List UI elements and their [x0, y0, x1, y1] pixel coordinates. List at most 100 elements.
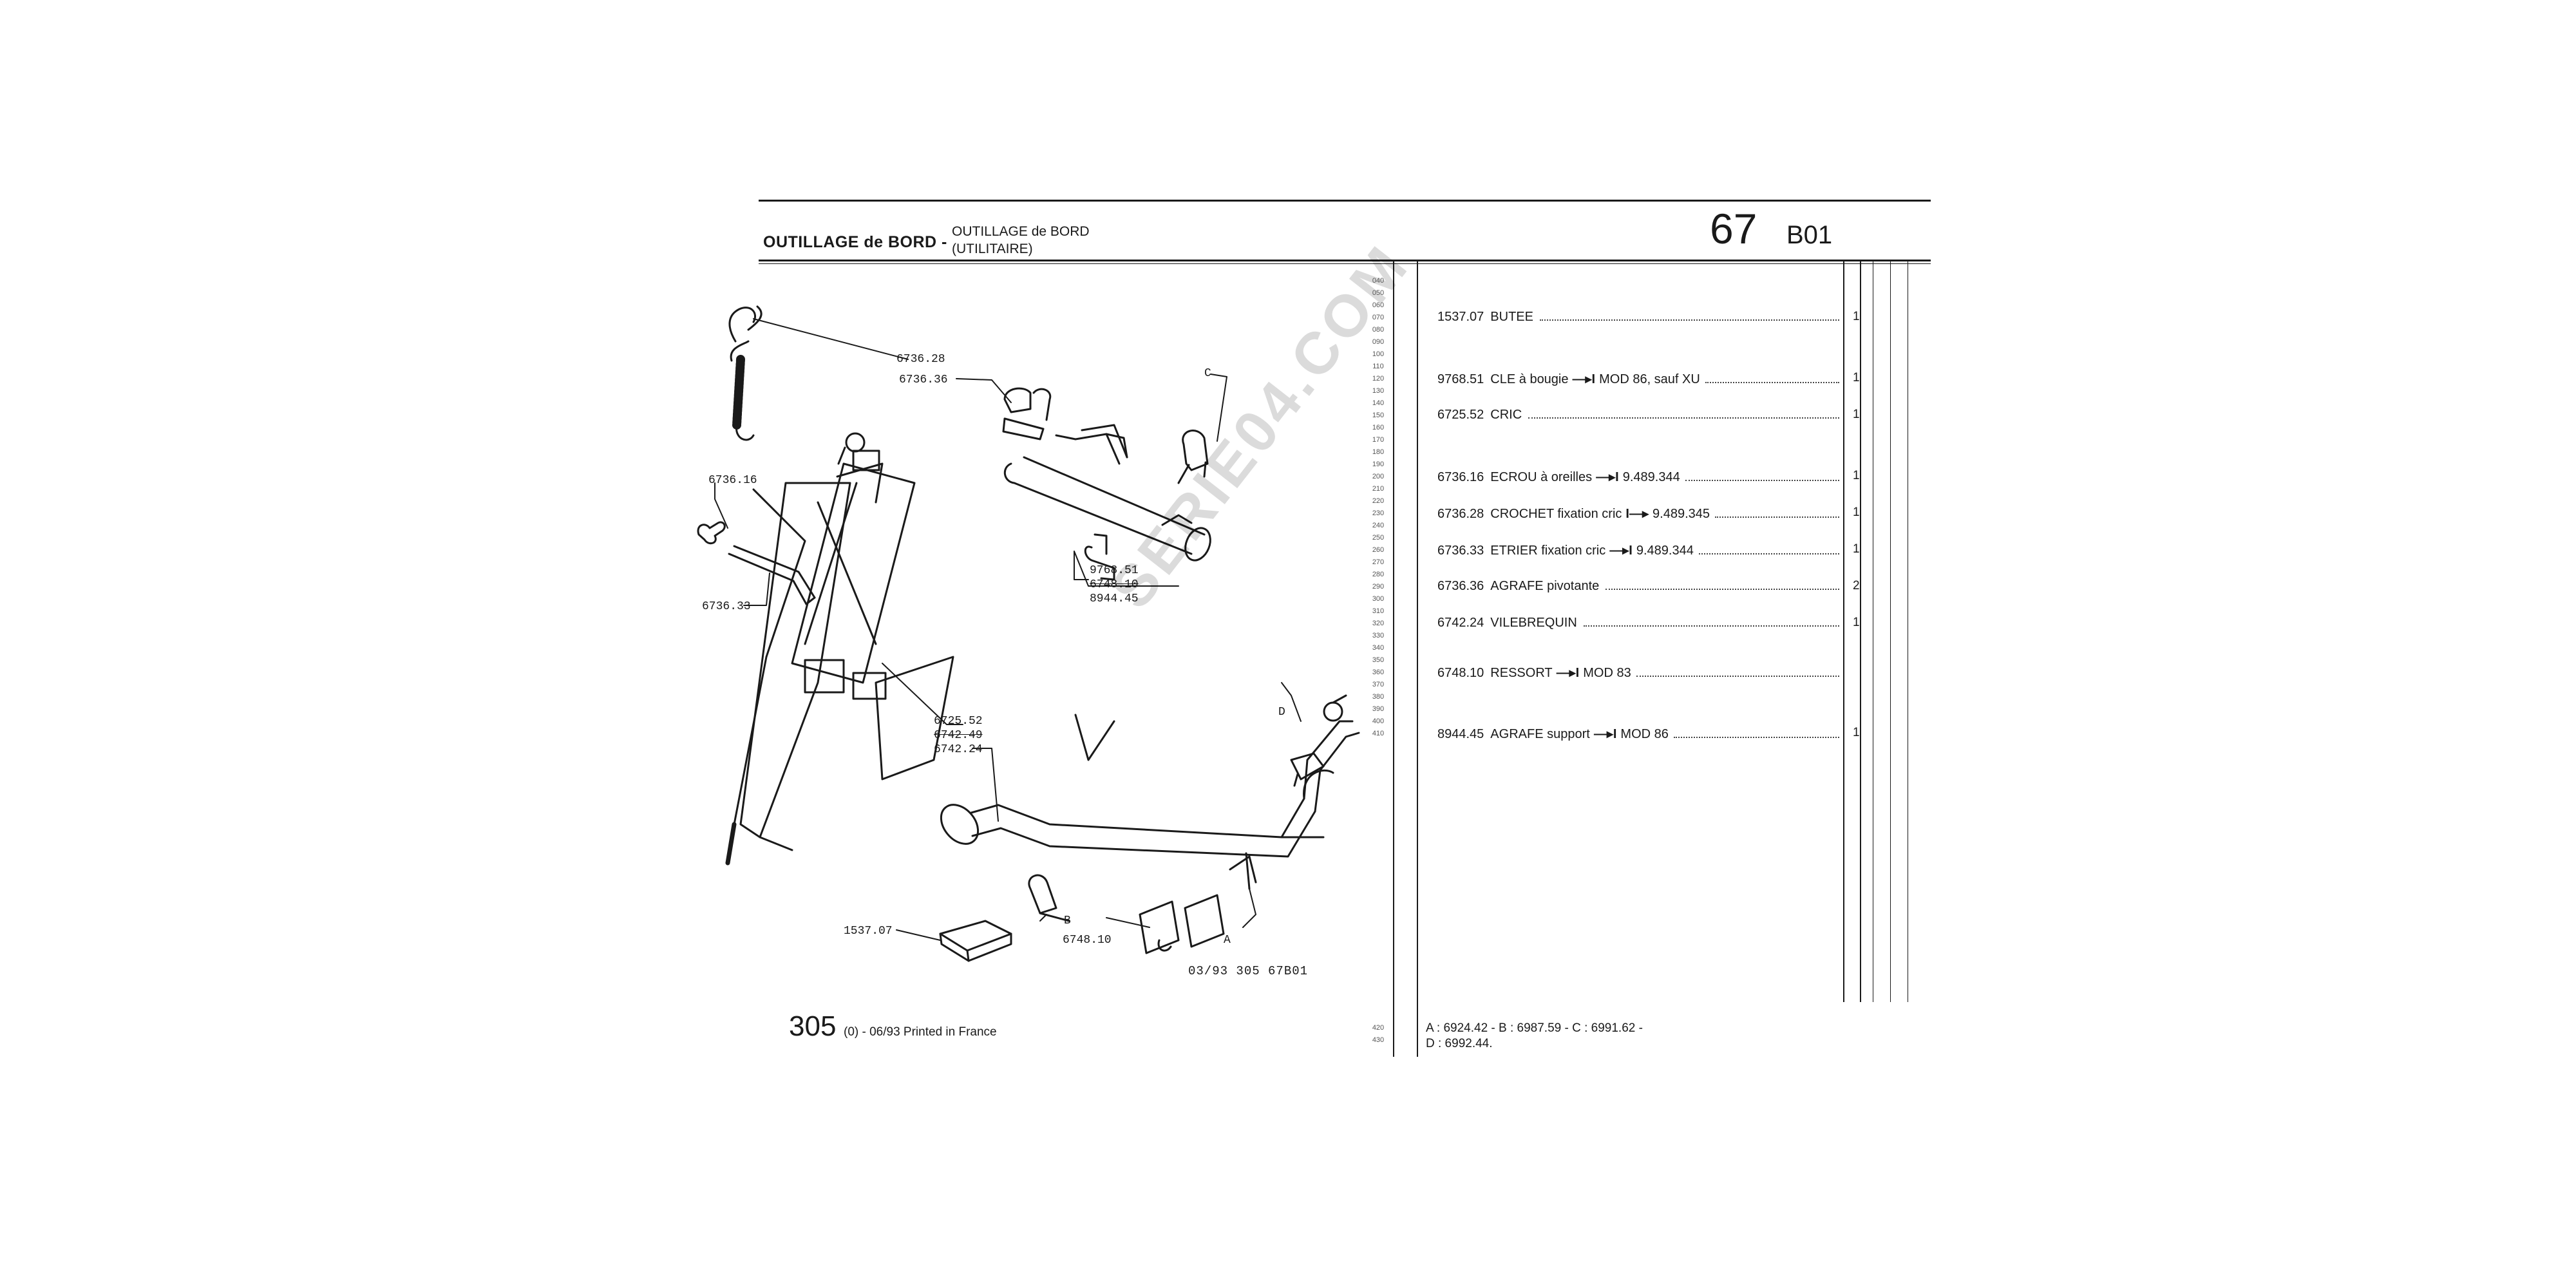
- line-number: 050: [1372, 289, 1385, 297]
- parts-row-leader-dots: [1673, 737, 1839, 738]
- parts-row-leader-dots: [1605, 589, 1839, 590]
- page-title: OUTILLAGE de BORD -: [763, 233, 947, 251]
- column-line-qty-mid: [1860, 261, 1861, 1002]
- line-number: 290: [1372, 583, 1385, 591]
- parts-row-arrow: —▸I: [1609, 544, 1633, 558]
- line-number: 160: [1372, 424, 1385, 431]
- parts-row-reference: 1537.07: [1437, 310, 1484, 324]
- footer-reference: 03/93 305 67B01: [1188, 964, 1309, 978]
- page-subtitle-line1: OUTILLAGE de BORD: [952, 224, 1090, 239]
- parts-row-description: RESSORT: [1490, 666, 1553, 680]
- line-number: 380: [1372, 693, 1385, 701]
- callout-6736-33: 6736.33: [702, 600, 751, 613]
- line-number: 070: [1372, 314, 1385, 321]
- callout-6736-36: 6736.36: [899, 374, 948, 386]
- parts-row-leader-dots: [1528, 417, 1839, 419]
- parts-row: 1537.07 BUTEE: [1437, 310, 1843, 325]
- callout-1537-07: 1537.07: [844, 925, 893, 938]
- parts-row-reference: 6736.36: [1437, 579, 1484, 593]
- parts-row-description: AGRAFE support: [1490, 727, 1590, 741]
- parts-row-quantity: 1: [1853, 371, 1860, 384]
- callout-6748-10: 6748.10: [1063, 934, 1112, 947]
- callout-d: D: [1278, 706, 1285, 719]
- parts-row: 6736.36 AGRAFE pivotante: [1437, 579, 1843, 594]
- callout-6748-10-struck: 6748.10: [1090, 578, 1139, 591]
- spring-bracket-part: [1139, 852, 1257, 954]
- line-number: 240: [1372, 522, 1385, 529]
- line-number: 300: [1372, 595, 1385, 603]
- variant-footnote: A : 6924.42 - B : 6987.59 - C : 6991.62 …: [1426, 1021, 1761, 1052]
- parts-row-arrow: —▸I: [1593, 727, 1617, 741]
- parts-row-reference: 6725.52: [1437, 408, 1484, 422]
- wing-nut-part: [697, 521, 726, 545]
- callout-b: B: [1064, 914, 1071, 927]
- line-number: 270: [1372, 558, 1385, 566]
- parts-row-reference: 6748.10: [1437, 666, 1484, 680]
- clip-c-part: [1177, 430, 1209, 484]
- callout-6736-28: 6736.28: [896, 353, 945, 366]
- page-subtitle: OUTILLAGE de BORD (UTILITAIRE): [952, 223, 1090, 258]
- parts-row-quantity: 1: [1853, 542, 1860, 556]
- callout-9768-51: 9768.51: [1090, 564, 1139, 577]
- parts-row-description: CROCHET fixation cric: [1490, 507, 1622, 521]
- parts-row-description: CLE à bougie: [1490, 372, 1569, 386]
- hook-spring-part: [728, 305, 762, 441]
- parts-row-reference: 6736.28: [1437, 507, 1484, 521]
- callout-8944-45: 8944.45: [1090, 592, 1139, 605]
- parts-row-note: 9.489.344: [1636, 544, 1694, 558]
- line-number: 390: [1372, 705, 1385, 713]
- line-number: 150: [1372, 412, 1385, 419]
- line-number: 350: [1372, 656, 1385, 664]
- header-top-rule: [759, 200, 1931, 202]
- line-number: 360: [1372, 668, 1385, 676]
- line-number: 130: [1372, 387, 1385, 395]
- crank-part: [940, 694, 1360, 858]
- line-number: 250: [1372, 534, 1385, 542]
- jack-part: [725, 432, 954, 866]
- line-number: 230: [1372, 509, 1385, 517]
- column-line-qty-left: [1843, 261, 1844, 1002]
- callout-6736-16: 6736.16: [708, 474, 757, 487]
- parts-row-description: CRIC: [1490, 408, 1522, 422]
- line-number: 210: [1372, 485, 1385, 493]
- section-code: B01: [1786, 221, 1833, 249]
- line-number: 320: [1372, 620, 1385, 627]
- parts-row-description: ETRIER fixation cric: [1490, 544, 1606, 558]
- parts-row-note: 9.489.344: [1622, 470, 1680, 484]
- parts-row-description: ECROU à oreilles: [1490, 470, 1593, 484]
- column-line-2: [1417, 261, 1418, 1057]
- line-number: 110: [1372, 363, 1384, 370]
- line-number: 090: [1372, 338, 1385, 346]
- line-number: 080: [1372, 326, 1385, 334]
- parts-row-quantity: 1: [1853, 506, 1860, 519]
- parts-row-description: BUTEE: [1490, 310, 1533, 324]
- callout-6725-52: 6725.52: [934, 715, 983, 728]
- parts-row-quantity: 1: [1853, 469, 1860, 482]
- line-number: 190: [1372, 460, 1385, 468]
- leader-lines: [714, 318, 1302, 941]
- line-number: 420: [1372, 1024, 1385, 1032]
- parts-row-leader-dots: [1583, 625, 1839, 627]
- line-number: 310: [1372, 607, 1385, 615]
- bracket-b-part: [1028, 874, 1070, 922]
- parts-row: 6725.52 CRIC: [1437, 408, 1843, 422]
- line-number: 170: [1372, 436, 1385, 444]
- parts-row-quantity: 1: [1853, 408, 1860, 421]
- parts-row-leader-dots: [1685, 480, 1839, 481]
- diagram-drawing: [697, 305, 1360, 962]
- line-number: 280: [1372, 571, 1385, 578]
- parts-row-reference: 9768.51: [1437, 372, 1484, 386]
- line-number: 260: [1372, 546, 1385, 554]
- parts-row-leader-dots: [1539, 319, 1839, 321]
- stop-part: [939, 920, 1012, 962]
- parts-row-description: AGRAFE pivotante: [1490, 579, 1600, 593]
- callout-6742-49-struck: 6742.49: [934, 729, 983, 742]
- stirrup-part: [728, 545, 816, 605]
- parts-row-arrow: —▸I: [1572, 372, 1596, 386]
- parts-row-note: MOD 86: [1620, 727, 1669, 741]
